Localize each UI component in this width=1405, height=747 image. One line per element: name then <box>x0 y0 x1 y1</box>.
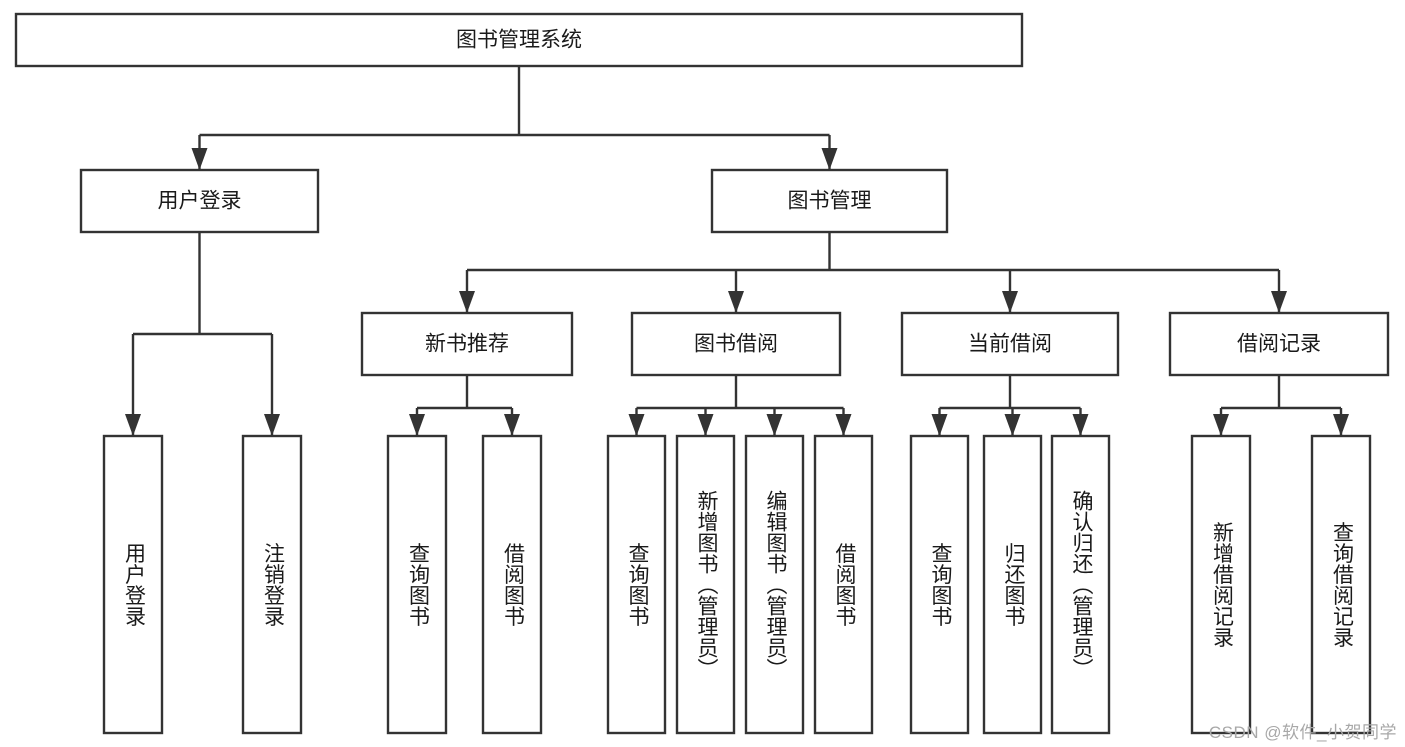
node-label-leaf-borrow-book-2: 借阅图书 <box>833 543 857 627</box>
arrow-head-book-manage <box>821 148 838 170</box>
node-label-leaf-add-book: 新增图书（管理员） <box>695 490 719 679</box>
node-label-leaf-add-record: 新增借阅记录 <box>1210 522 1234 648</box>
node-label-book-manage: 图书管理 <box>788 190 872 213</box>
node-box-new-book-rec[interactable] <box>360 311 574 377</box>
node-new-book-rec[interactable]: 新书推荐 <box>360 311 574 377</box>
node-leaf-edit-book[interactable]: 编辑图书（管理员） <box>744 434 805 735</box>
node-label-leaf-user-logout: 注销登录 <box>261 543 285 627</box>
arrow-head-user-login <box>191 148 208 170</box>
node-leaf-user-logout[interactable]: 注销登录 <box>241 434 303 735</box>
arrow-head-leaf-add-book <box>697 414 714 436</box>
arrow-head-leaf-query-book-3 <box>931 414 948 436</box>
node-leaf-user-login[interactable]: 用户登录 <box>102 434 164 735</box>
node-book-manage[interactable]: 图书管理 <box>710 168 949 234</box>
arrow-head-leaf-borrow-book-1 <box>504 414 520 436</box>
node-box-leaf-user-logout[interactable] <box>241 434 303 735</box>
arrow-head-leaf-add-record <box>1213 414 1229 436</box>
arrow-head-leaf-user-login <box>125 414 141 436</box>
node-label-leaf-query-record: 查询借阅记录 <box>1330 522 1354 648</box>
nodes-layer: 图书管理系统用户登录图书管理新书推荐图书借阅当前借阅借阅记录用户登录注销登录查询… <box>14 12 1390 735</box>
arrow-head-leaf-confirm-return <box>1072 414 1089 436</box>
node-box-leaf-add-book[interactable] <box>675 434 736 735</box>
node-label-leaf-edit-book: 编辑图书（管理员） <box>764 490 788 679</box>
node-box-leaf-return-book[interactable] <box>982 434 1043 735</box>
node-borrow-record[interactable]: 借阅记录 <box>1168 311 1390 377</box>
node-box-root[interactable] <box>14 12 1024 68</box>
node-label-borrow-record: 借阅记录 <box>1237 333 1321 356</box>
arrow-head-borrow-record <box>1271 291 1287 313</box>
node-box-leaf-query-record[interactable] <box>1310 434 1372 735</box>
arrow-head-current-borrow <box>1002 291 1018 313</box>
node-leaf-borrow-book-1[interactable]: 借阅图书 <box>481 434 543 735</box>
node-leaf-add-book[interactable]: 新增图书（管理员） <box>675 434 736 735</box>
node-label-leaf-return-book: 归还图书 <box>1002 543 1026 627</box>
node-box-book-manage[interactable] <box>710 168 949 234</box>
node-label-leaf-user-login: 用户登录 <box>122 543 146 627</box>
node-box-user-login[interactable] <box>79 168 320 234</box>
node-box-leaf-query-book-3[interactable] <box>909 434 970 735</box>
arrow-head-leaf-query-book-2 <box>628 414 645 436</box>
node-box-current-borrow[interactable] <box>900 311 1120 377</box>
node-label-leaf-confirm-return: 确认归还（管理员） <box>1070 490 1094 679</box>
node-label-new-book-rec: 新书推荐 <box>425 333 509 356</box>
node-leaf-query-record[interactable]: 查询借阅记录 <box>1310 434 1372 735</box>
node-leaf-query-book-1[interactable]: 查询图书 <box>386 434 448 735</box>
node-label-leaf-borrow-book-1: 借阅图书 <box>501 543 525 627</box>
node-box-leaf-borrow-book-1[interactable] <box>481 434 543 735</box>
arrow-head-leaf-edit-book <box>766 414 783 436</box>
node-box-leaf-edit-book[interactable] <box>744 434 805 735</box>
arrow-head-leaf-query-record <box>1333 414 1349 436</box>
arrow-head-leaf-return-book <box>1004 414 1021 436</box>
arrow-head-leaf-user-logout <box>264 414 280 436</box>
connectors-layer <box>125 66 1349 436</box>
node-user-login[interactable]: 用户登录 <box>79 168 320 234</box>
node-label-leaf-query-book-1: 查询图书 <box>406 543 430 627</box>
node-box-leaf-confirm-return[interactable] <box>1050 434 1111 735</box>
node-box-leaf-user-login[interactable] <box>102 434 164 735</box>
node-label-current-borrow: 当前借阅 <box>968 333 1052 356</box>
node-leaf-add-record[interactable]: 新增借阅记录 <box>1190 434 1252 735</box>
node-current-borrow[interactable]: 当前借阅 <box>900 311 1120 377</box>
node-label-root: 图书管理系统 <box>456 29 582 52</box>
node-label-user-login: 用户登录 <box>158 190 242 213</box>
node-box-leaf-query-book-2[interactable] <box>606 434 667 735</box>
node-box-borrow-record[interactable] <box>1168 311 1390 377</box>
node-label-leaf-query-book-3: 查询图书 <box>929 543 953 627</box>
node-leaf-borrow-book-2[interactable]: 借阅图书 <box>813 434 874 735</box>
arrow-head-book-borrow <box>728 291 744 313</box>
node-book-borrow[interactable]: 图书借阅 <box>630 311 842 377</box>
node-leaf-query-book-3[interactable]: 查询图书 <box>909 434 970 735</box>
node-label-book-borrow: 图书借阅 <box>694 333 778 356</box>
arrow-head-new-book-rec <box>459 291 475 313</box>
node-root[interactable]: 图书管理系统 <box>14 12 1024 68</box>
arrow-head-leaf-query-book-1 <box>409 414 425 436</box>
node-box-leaf-borrow-book-2[interactable] <box>813 434 874 735</box>
node-leaf-query-book-2[interactable]: 查询图书 <box>606 434 667 735</box>
node-box-leaf-add-record[interactable] <box>1190 434 1252 735</box>
node-box-leaf-query-book-1[interactable] <box>386 434 448 735</box>
node-label-leaf-query-book-2: 查询图书 <box>626 543 650 627</box>
arrow-head-leaf-borrow-book-2 <box>835 414 852 436</box>
node-leaf-return-book[interactable]: 归还图书 <box>982 434 1043 735</box>
node-box-book-borrow[interactable] <box>630 311 842 377</box>
node-leaf-confirm-return[interactable]: 确认归还（管理员） <box>1050 434 1111 735</box>
